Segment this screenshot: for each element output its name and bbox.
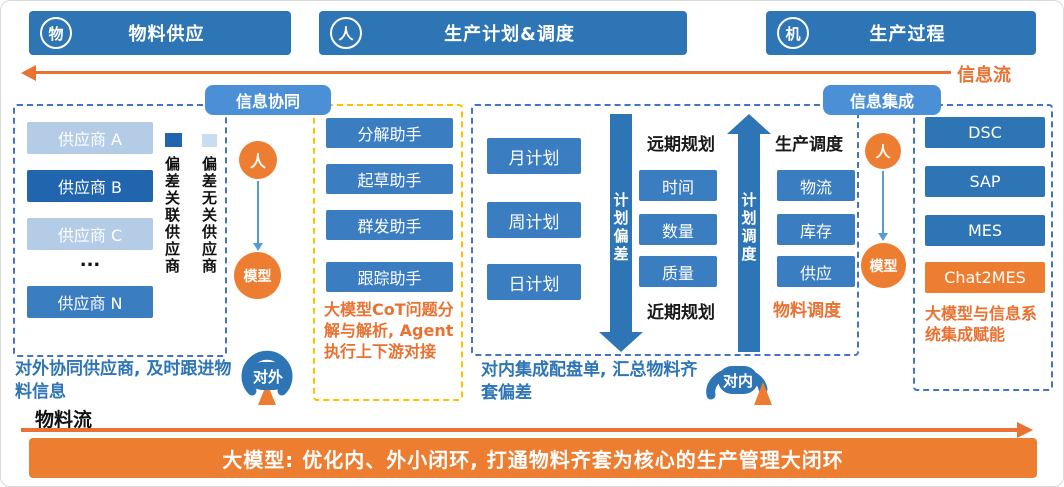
supplier-c-node: 供应商 C (27, 218, 153, 250)
daily-plan-node: 日计划 (487, 264, 581, 300)
header-production-process: 机 生产过程 (766, 11, 1036, 55)
plan-scheduling-arrow-shaft (738, 132, 760, 352)
header-production-planning: 人 生产计划&调度 (319, 11, 687, 55)
header-material-supply-label: 物料供应 (128, 24, 205, 45)
quantity-node: 数量 (639, 214, 717, 245)
header-material-supply: 物 物料供应 (29, 11, 291, 55)
legend-unrelated-swatch (202, 134, 217, 147)
supplier-b-node: 供应商 B (27, 170, 153, 202)
systems-box: DSC SAP MES Chat2MES 大模型与信息系统集成赋能 (913, 104, 1053, 391)
planning-box: 月计划 周计划 日计划 计划偏差 远期规划 时间 数量 质量 近期规划 计划调度… (471, 104, 859, 356)
model-circle-right: 模型 (861, 243, 906, 288)
header-production-process-label: 生产过程 (869, 24, 946, 45)
plan-deviation-label: 计划偏差 (611, 192, 630, 265)
production-scheduling-label: 生产调度 (775, 135, 843, 155)
quality-node: 质量 (639, 256, 717, 287)
material-flow-arrowhead-icon (1017, 422, 1033, 438)
broadcast-assistant-node: 群发助手 (326, 210, 453, 240)
mes-system-node: MES (925, 215, 1045, 246)
info-integration-badge: 信息集成 (823, 85, 941, 115)
human-model-connector-right (878, 171, 888, 241)
legend-related-swatch (165, 133, 182, 147)
weekly-plan-node: 周计划 (487, 202, 581, 238)
info-flow-label: 信息流 (957, 65, 1011, 86)
legend-related-label: 偏差关联供应商 (163, 156, 181, 275)
machine-icon: 机 (777, 17, 809, 49)
draft-assistant-node: 起草助手 (326, 164, 453, 194)
dsc-system-node: DSC (925, 117, 1045, 148)
assistants-box: 分解助手 起草助手 群发助手 跟踪助手 大模型CoT问题分解与解析, Agent… (313, 104, 463, 401)
material-icon: 物 (40, 17, 72, 49)
chat2mes-system-node: Chat2MES (925, 262, 1045, 293)
supplier-n-node: 供应商 N (27, 286, 153, 318)
plan-scheduling-arrowhead-icon (727, 114, 771, 134)
legend-unrelated-label: 偏差无关供应商 (200, 156, 218, 275)
human-circle-left: 人 (239, 141, 277, 179)
human-circle-right: 人 (865, 133, 901, 169)
header-production-planning-label: 生产计划&调度 (444, 24, 575, 45)
material-flow-line (21, 428, 1019, 432)
internal-label: 对内 (718, 366, 758, 395)
human-model-connector-left (253, 181, 263, 251)
info-flow-line (35, 71, 951, 74)
plan-deviation-arrowhead-icon (599, 332, 643, 352)
monthly-plan-node: 月计划 (487, 138, 581, 174)
time-node: 时间 (639, 170, 717, 201)
long-term-planning-label: 远期规划 (647, 135, 715, 155)
plan-deviation-arrow-shaft (610, 114, 632, 334)
plan-scheduling-label: 计划调度 (739, 192, 758, 265)
suppliers-box: 供应商 A 供应商 B 供应商 C ... 供应商 N 偏差关联供应商 偏差无关… (13, 104, 227, 357)
tracking-assistant-node: 跟踪助手 (326, 262, 453, 292)
internal-loop-arrow: 对内 (701, 349, 775, 409)
internal-integration-note: 对内集成配盘单, 汇总物料齐套偏差 (481, 360, 698, 403)
external-collab-note: 对外协同供应商, 及时跟进物料信息 (15, 359, 232, 402)
logistics-node: 物流 (777, 170, 855, 201)
bottom-banner: 大模型: 优化内、外小闭环, 打通物料齐套为核心的生产管理大闭环 (29, 438, 1037, 478)
external-loop-arrow: 对外 (231, 345, 305, 405)
external-label: 对外 (248, 362, 288, 391)
external-loop-icon (241, 350, 293, 405)
human-icon: 人 (330, 17, 362, 49)
sap-system-node: SAP (925, 166, 1045, 197)
inventory-node: 库存 (777, 214, 855, 245)
material-flow-label: 物料流 (35, 409, 93, 431)
model-circle-left: 模型 (234, 252, 281, 299)
info-flow-arrowhead-icon (21, 65, 36, 81)
supply-node: 供应 (777, 256, 855, 287)
decompose-assistant-node: 分解助手 (326, 118, 453, 148)
plan-deviation-arrow: 计划偏差 (599, 114, 643, 352)
info-collaboration-badge: 信息协同 (205, 85, 331, 115)
near-term-planning-label: 近期规划 (647, 303, 715, 323)
supplier-a-node: 供应商 A (27, 122, 153, 154)
systems-note: 大模型与信息系统集成赋能 (925, 304, 1038, 344)
plan-scheduling-arrow: 计划调度 (727, 114, 771, 352)
suppliers-ellipsis: ... (79, 250, 101, 271)
material-scheduling-label: 物料调度 (773, 301, 841, 321)
assistants-note: 大模型CoT问题分解与解析, Agent执行上下游对接 (324, 300, 454, 361)
